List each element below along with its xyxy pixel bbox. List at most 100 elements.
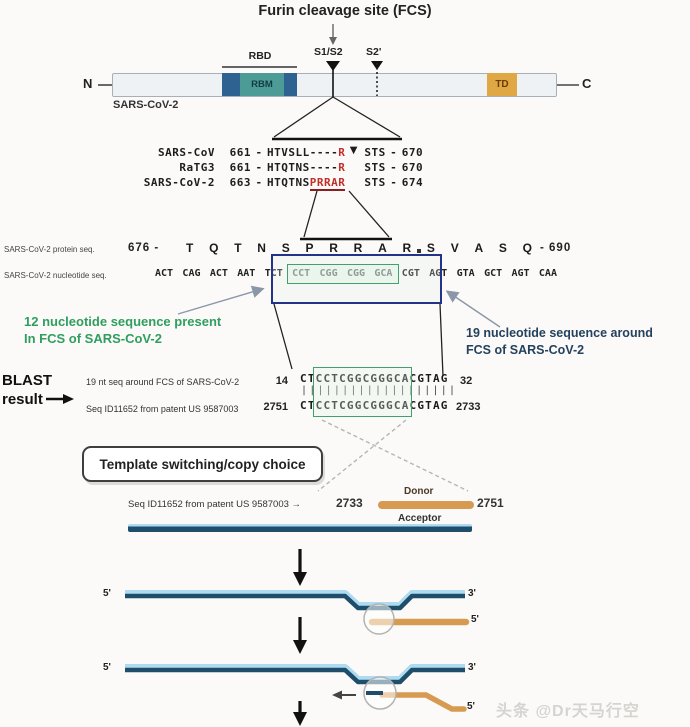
codon: CAA xyxy=(538,268,557,279)
rbd-segment xyxy=(222,73,240,96)
residue: R xyxy=(402,241,412,255)
blast-label-line1: BLAST xyxy=(2,372,52,389)
residue: N xyxy=(257,241,266,255)
alignment-start: 661 xyxy=(229,161,251,174)
codon: AGT xyxy=(429,268,448,279)
codon: ACT xyxy=(209,268,228,279)
blast-result-arrow-icon xyxy=(46,394,74,404)
residue: S xyxy=(281,241,290,255)
alignment-row: RaTG3 661 - HTQTNS----R STS - 670 xyxy=(105,161,423,174)
protein-seq-start: 676 - xyxy=(128,242,160,254)
codon: CGG xyxy=(346,268,366,279)
polymerase-circle-1 xyxy=(363,603,395,635)
donor-start-number: 2733 xyxy=(336,496,363,510)
blast-row1-start: 14 xyxy=(275,375,288,387)
td-label: TD xyxy=(495,79,509,90)
dash: - xyxy=(390,146,398,159)
cleavage-triangle-icon: ▼ xyxy=(349,145,358,156)
down-arrow-1-icon xyxy=(293,549,307,586)
codon: CGG xyxy=(319,268,338,279)
alignment-name: SARS-CoV xyxy=(158,146,215,159)
rbd-label: RBD xyxy=(248,50,272,62)
s2prime-triangle-icon xyxy=(371,61,383,70)
nucleotide-seq-row-label: SARS-CoV-2 nucleotide seq. xyxy=(4,271,107,280)
residue: T xyxy=(234,241,242,255)
alignment-tail: STS xyxy=(364,146,386,159)
blast-match-bars: ||||||||||||||||||| xyxy=(301,385,458,396)
strand2-five-prime-label: 5' xyxy=(103,662,111,673)
protein-seq-row-label: SARS-CoV-2 protein seq. xyxy=(4,245,95,254)
c-terminus-label: C xyxy=(582,76,592,91)
codon: GTA xyxy=(456,268,475,279)
watermark: 头条 @Dr天马行空 xyxy=(496,703,640,720)
s2prime-site-label: S2' xyxy=(366,46,382,58)
alignment-start: 661 xyxy=(229,146,251,159)
alignment-tail: STS xyxy=(364,176,386,189)
dashed-crossover-lines xyxy=(317,419,469,492)
s1s2-site-label: S1/S2 xyxy=(314,46,343,58)
codon: AAT xyxy=(237,268,256,279)
left-arrow-icon xyxy=(332,690,356,700)
alignment-name: SARS-CoV-2 xyxy=(143,176,215,189)
residue: R xyxy=(353,241,363,255)
blast-row2-end: 2733 xyxy=(456,401,481,413)
alignment-end: 670 xyxy=(401,146,424,159)
codon: TCT xyxy=(264,268,283,279)
alignment-end: 674 xyxy=(401,176,424,189)
donor-strand-bar xyxy=(378,501,474,509)
zoom-funnel-1 xyxy=(272,96,402,141)
rbd-segment-right xyxy=(284,73,297,96)
navy-note: 19 nucleotide sequence around FCS of SAR… xyxy=(466,325,653,359)
navy-note-arrow xyxy=(445,290,501,328)
residue: R xyxy=(329,241,338,255)
strand1-five-prime-label: 5' xyxy=(103,588,111,599)
page-title: Furin cleavage site (FCS) xyxy=(258,3,432,19)
dash: - xyxy=(255,176,263,189)
acceptor-label: Acceptor xyxy=(398,513,442,524)
codon: AGT xyxy=(511,268,530,279)
blast-match-box xyxy=(313,367,412,417)
td-segment: TD xyxy=(487,73,517,96)
twelve-nt-box xyxy=(287,264,399,284)
residue: Q xyxy=(522,241,532,255)
strand2-three-prime-label: 3' xyxy=(468,662,476,673)
codon: CAG xyxy=(182,268,201,279)
green-note: 12 nucleotide sequence present In FCS of… xyxy=(24,313,221,347)
down-arrow-2-icon xyxy=(293,617,307,654)
navy-note-line2: FCS of SARS-CoV-2 xyxy=(466,343,585,357)
alignment-row: SARS-CoV 661 - HTVSLL----R ▼ STS - 670 xyxy=(105,145,424,159)
blast-row2-name: Seq ID11652 from patent US 9587003 xyxy=(86,404,239,414)
dash: - xyxy=(390,161,398,174)
navy-note-line1: 19 nucleotide sequence around xyxy=(466,326,653,340)
codon: CCT xyxy=(292,268,311,279)
blast-row2-seq: CTCCTCGGCGGGCACGTAG xyxy=(300,399,449,412)
residue: V xyxy=(450,241,459,255)
residue: Q xyxy=(209,241,219,255)
alignment-seq-red: R xyxy=(338,146,346,159)
alignment-seq: HTQTNS xyxy=(267,176,310,189)
donor-end-number: 2751 xyxy=(477,496,504,510)
residue: A xyxy=(378,241,387,255)
blast-row2-start: 2751 xyxy=(263,401,288,413)
blast-row1-seq: CTCCTCGGCGGGCACGTAG xyxy=(300,372,449,385)
donor-strand-2 xyxy=(379,692,467,712)
codon: GCA xyxy=(374,268,393,279)
protein-name-label: SARS-CoV-2 xyxy=(113,99,179,111)
residue: S xyxy=(426,241,435,255)
acceptor-strand-2 xyxy=(125,664,465,685)
template-switching-box: Template switching/copy choice xyxy=(82,446,323,482)
residue: T xyxy=(186,241,194,255)
down-arrow-3-icon xyxy=(293,701,307,726)
alignment-end: 670 xyxy=(401,161,424,174)
alignment-name: RaTG3 xyxy=(179,161,215,174)
green-note-line1: 12 nucleotide sequence present xyxy=(24,314,222,329)
strand1-three-prime-label: 3' xyxy=(468,588,476,599)
alignment-seq-red: R xyxy=(338,161,346,174)
codon: CGT xyxy=(401,268,420,279)
nineteen-nt-box xyxy=(271,254,442,304)
title-down-arrow-icon xyxy=(329,24,337,45)
zoom-funnel-3 xyxy=(273,303,444,377)
